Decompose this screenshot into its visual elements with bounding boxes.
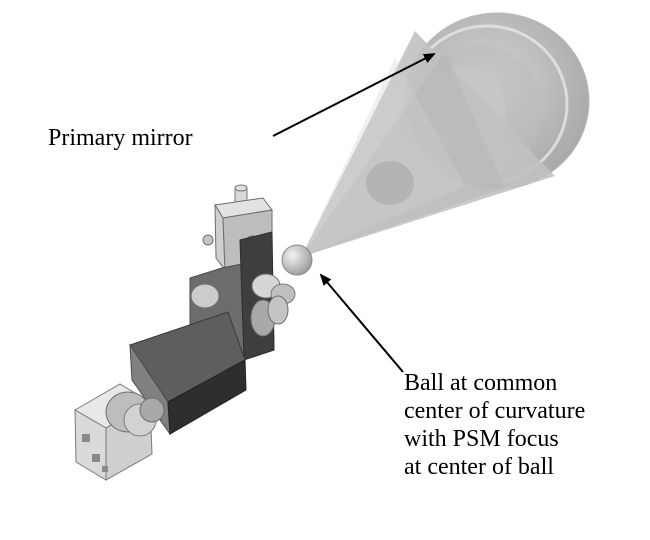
primary-mirror-arrow (272, 53, 436, 137)
psm-test-assembly (74, 184, 296, 481)
ball-label-line: Ball at common (404, 370, 558, 396)
ball-label-line: center of curvature (404, 398, 586, 424)
light-cone (301, 31, 555, 257)
ball-label-line: with PSM focus (404, 426, 559, 452)
ball-label-line: at center of ball (404, 454, 554, 480)
reference-ball (281, 244, 313, 276)
primary-mirror-label: Primary mirror (48, 125, 193, 151)
ball-callout-label: Ball at common center of curvature with … (404, 369, 585, 481)
ball-arrow (319, 273, 404, 373)
